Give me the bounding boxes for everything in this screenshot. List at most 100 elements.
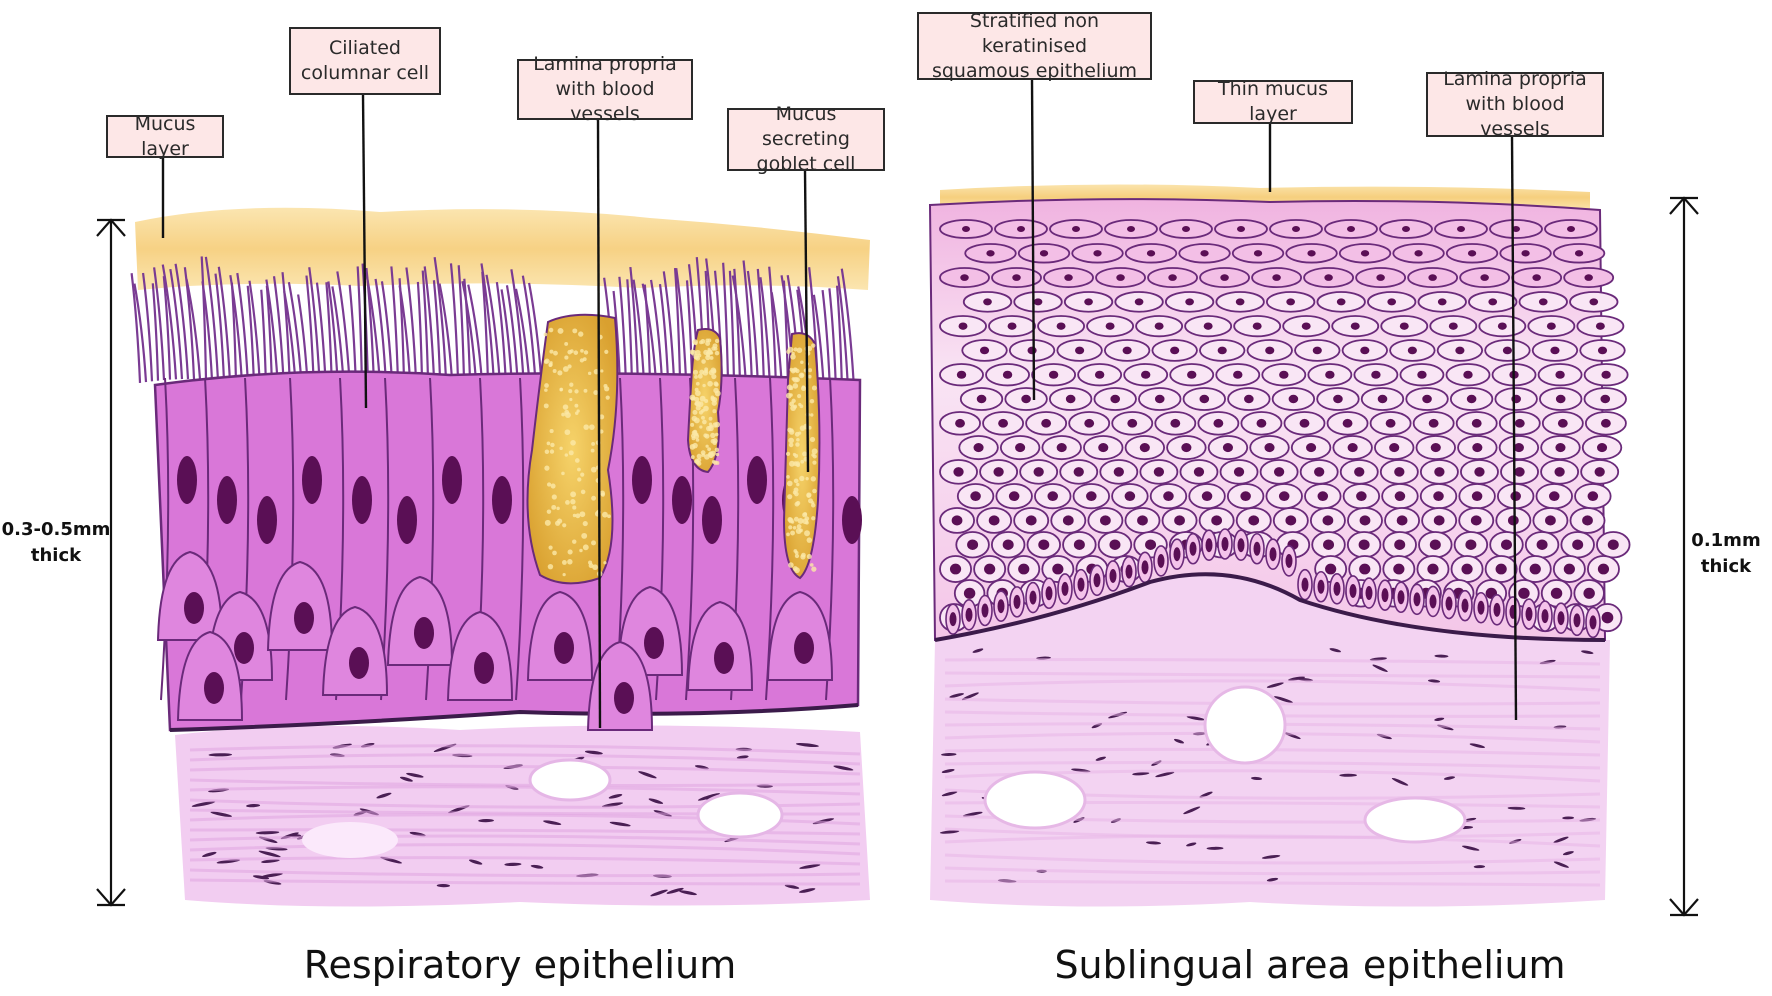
- nucleus: [1385, 418, 1396, 428]
- fibroblast: [939, 830, 960, 834]
- cilium: [480, 263, 496, 384]
- granule: [788, 437, 795, 444]
- granule: [798, 402, 802, 407]
- granule: [807, 374, 812, 379]
- granule: [564, 429, 571, 436]
- granule: [587, 371, 592, 376]
- nucleus: [1021, 394, 1031, 404]
- nucleus: [976, 394, 987, 404]
- granule: [591, 441, 596, 446]
- nucleus: [1333, 394, 1343, 404]
- granule: [695, 438, 700, 442]
- nucleus: [1193, 467, 1205, 477]
- sublingual-epithelium-caption: Sublingual area epithelium: [1054, 943, 1566, 987]
- nucleus: [1563, 563, 1575, 575]
- nucleus: [1127, 226, 1135, 232]
- nucleus: [1555, 370, 1565, 379]
- nucleus: [1429, 594, 1437, 609]
- nucleus: [1433, 491, 1444, 502]
- nucleus: [1428, 274, 1437, 281]
- granule: [579, 548, 583, 553]
- nucleus: [1445, 596, 1453, 611]
- granule: [802, 451, 808, 457]
- fibroblast: [1391, 777, 1409, 786]
- nucleus: [747, 456, 767, 504]
- nucleus: [1017, 226, 1025, 232]
- left-mucus-layer: [135, 207, 870, 290]
- granule: [580, 349, 584, 353]
- nucleus: [1141, 370, 1151, 379]
- nucleus: [984, 563, 996, 575]
- nucleus: [794, 632, 814, 664]
- nucleus: [1203, 322, 1213, 330]
- fibroblast: [1261, 854, 1281, 859]
- nucleus: [1437, 298, 1447, 306]
- cilium: [204, 256, 220, 381]
- granule: [795, 528, 802, 534]
- nucleus: [1073, 539, 1085, 550]
- granule: [812, 454, 817, 459]
- granule: [570, 439, 576, 446]
- granule: [791, 351, 795, 356]
- granule: [572, 505, 577, 510]
- cell-boundary: [160, 377, 170, 701]
- nucleus: [958, 322, 968, 330]
- granule: [574, 389, 579, 394]
- nucleus: [1002, 370, 1013, 379]
- nucleus: [1582, 515, 1593, 526]
- granule: [804, 530, 811, 537]
- fibroblast: [1507, 806, 1526, 810]
- nucleus: [949, 612, 957, 627]
- granule: [802, 512, 808, 518]
- granule: [702, 419, 707, 425]
- nucleus: [294, 602, 314, 634]
- granule: [708, 416, 713, 421]
- left-basement-membrane: [169, 703, 859, 732]
- granule: [808, 368, 813, 373]
- collagen-fiber: [944, 853, 1601, 865]
- nucleus: [1084, 418, 1095, 428]
- fibroblast: [1183, 806, 1201, 815]
- granule: [796, 524, 802, 529]
- fibroblast: [666, 887, 684, 894]
- nucleus: [1109, 539, 1121, 550]
- fibroblast: [191, 801, 216, 807]
- granule: [811, 566, 817, 572]
- fibroblast: [261, 859, 280, 863]
- granule: [808, 498, 814, 504]
- granule: [570, 499, 576, 505]
- nucleus: [1430, 443, 1441, 453]
- fibroblast: [1173, 738, 1184, 744]
- nucleus: [1323, 539, 1335, 550]
- granule: [607, 514, 611, 519]
- fibroblast: [949, 693, 964, 698]
- granule: [800, 373, 804, 377]
- granule: [704, 398, 709, 403]
- granule: [567, 349, 573, 355]
- nucleus: [714, 642, 734, 674]
- granule: [707, 380, 713, 387]
- nucleus: [963, 587, 976, 599]
- nucleus: [184, 592, 204, 624]
- nucleus: [1397, 590, 1405, 605]
- nucleus: [1113, 467, 1124, 477]
- nucleus: [988, 515, 1000, 526]
- nucleus: [1427, 563, 1439, 575]
- nucleus: [1429, 539, 1441, 550]
- granule: [583, 388, 588, 393]
- nucleus: [1342, 418, 1353, 428]
- granule: [794, 553, 800, 559]
- nucleus: [983, 298, 992, 306]
- granule: [806, 493, 812, 498]
- cilium: [200, 256, 208, 380]
- nucleus: [1285, 515, 1297, 526]
- granule: [691, 396, 696, 400]
- nucleus: [1417, 370, 1427, 379]
- fibroblast: [833, 765, 854, 771]
- granule: [790, 530, 795, 536]
- granule: [562, 573, 566, 577]
- nucleus: [1359, 563, 1371, 575]
- granule: [546, 509, 552, 514]
- nucleus: [1264, 443, 1275, 453]
- nucleus: [1252, 322, 1262, 330]
